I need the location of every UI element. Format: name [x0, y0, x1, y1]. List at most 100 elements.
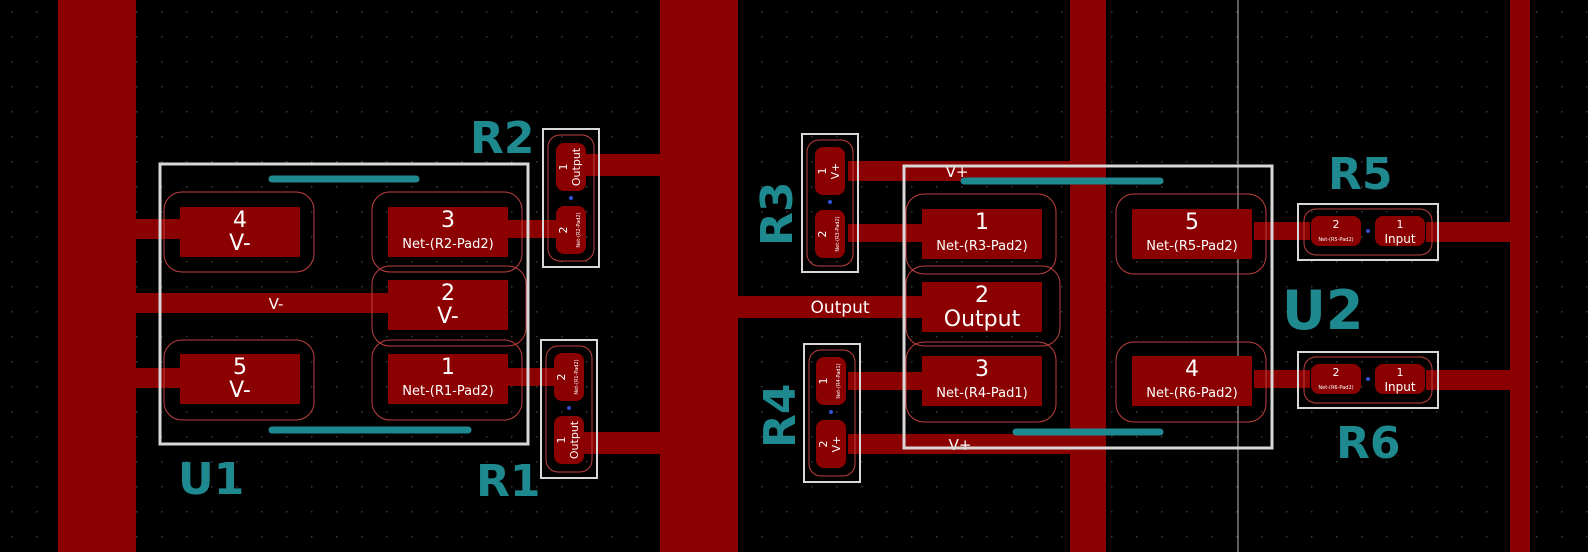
r1-pad-2-number: 2 [555, 374, 568, 381]
r5-reference: R5 [1328, 149, 1393, 200]
rail-output[interactable] [660, 0, 738, 552]
r1-pad-1-number: 1 [555, 437, 568, 444]
r6-pad-1-net: Input [1384, 380, 1415, 394]
u1-pad-4-number: 4 [233, 208, 247, 233]
u1-pad-1-number: 1 [441, 355, 455, 380]
u1-pad-2[interactable] [388, 280, 508, 330]
footprint-r3[interactable]: 1 V+ 2 Net-(R3-Pad2) R3 [752, 133, 859, 273]
r3-pad-1-number: 1 [816, 168, 829, 175]
rail-v-minus[interactable] [58, 0, 136, 552]
r3-pad-2-net: Net-(R3-Pad2) [835, 216, 841, 251]
trace-label-v-plus-bottom: V+ [949, 436, 972, 454]
r6-silkscreen-outline [1297, 351, 1439, 409]
u2-pad-2-net: Output [944, 307, 1021, 332]
footprint-r5[interactable]: 2 Net-(R5-Pad2) 1 Input R5 [1297, 149, 1439, 261]
u1-pad-3[interactable] [388, 207, 508, 257]
r5-pad-1-number: 1 [1397, 218, 1404, 231]
u2-pad-2[interactable] [922, 282, 1042, 332]
trace-r1-output[interactable] [584, 432, 660, 454]
r2-pad-1[interactable] [556, 143, 586, 191]
r4-pad-1[interactable] [816, 357, 846, 405]
r2-pad-2-net: Net-(R2-Pad2) [576, 212, 582, 247]
r6-pad-1-number: 1 [1397, 366, 1404, 379]
u1-pad-5-net: V- [229, 378, 251, 403]
r5-pad-2-number: 2 [1333, 218, 1340, 231]
u1-pad-4[interactable] [180, 207, 300, 257]
u2-pad-5[interactable] [1132, 209, 1252, 259]
r6-pad-2-number: 2 [1333, 366, 1340, 379]
trace-r5-pad2[interactable] [1254, 222, 1310, 240]
r4-pad-2[interactable] [816, 420, 846, 468]
u1-pad-5-number: 5 [233, 355, 247, 380]
r1-pad-1-net: Output [568, 420, 581, 459]
r6-pad-2[interactable] [1311, 364, 1361, 394]
r4-pad-2-net: V+ [830, 436, 843, 453]
footprint-r4[interactable]: 1 Net-(R4-Pad1) 2 V+ R4 [755, 343, 861, 483]
rail-v-plus[interactable] [1070, 0, 1106, 552]
u2-pad-1[interactable] [922, 209, 1042, 259]
r2-reference: R2 [470, 113, 535, 164]
r1-pad-1[interactable] [554, 416, 584, 464]
u2-pad-3-number: 3 [975, 357, 989, 382]
rail-input[interactable] [1510, 0, 1530, 552]
u2-pad-4-number: 4 [1185, 357, 1199, 382]
r1-pad-2-net: Net-(R1-Pad2) [574, 359, 580, 394]
trace-output[interactable] [738, 296, 922, 318]
u2-pad-4[interactable] [1132, 356, 1252, 406]
r3-pad-1[interactable] [815, 147, 845, 195]
trace-v-minus[interactable] [136, 293, 388, 313]
u2-pad-5-net: Net-(R5-Pad2) [1146, 239, 1237, 254]
u1-pad-2-number: 2 [441, 281, 455, 306]
u1-pad-1[interactable] [388, 354, 508, 404]
r3-silkscreen-outline [801, 133, 859, 273]
trace-r2-pad2[interactable] [508, 220, 564, 238]
u2-pad-3[interactable] [922, 356, 1042, 406]
u1-pad-3-number: 3 [441, 208, 455, 233]
trace-r5-input[interactable] [1426, 222, 1510, 242]
r1-reference: R1 [476, 456, 541, 507]
r2-pad-2[interactable] [556, 206, 586, 254]
u2-pad-1-number: 1 [975, 210, 989, 235]
r5-pad-2[interactable] [1311, 216, 1361, 246]
footprint-r2[interactable]: 1 Output 2 Net-(R2-Pad2) R2 [470, 113, 600, 268]
trace-r3-pad2[interactable] [848, 224, 922, 242]
trace-u1-pad4[interactable] [136, 219, 180, 239]
r4-reference: R4 [755, 384, 806, 449]
trace-r2-output[interactable] [584, 154, 660, 176]
power-rails [58, 0, 1530, 552]
footprint-r6[interactable]: 2 Net-(R6-Pad2) 1 Input R6 [1297, 351, 1439, 469]
u1-silkscreen-outline [158, 162, 530, 446]
r6-pad-1[interactable] [1375, 364, 1425, 394]
r1-silkscreen-outline [540, 339, 598, 479]
footprint-u1[interactable]: 4 V- 3 Net-(R2-Pad2) 2 V- 5 V- 1 Net-(R1… [158, 162, 530, 505]
r4-pad-2-number: 2 [817, 441, 830, 448]
trace-label-output: Output [810, 298, 869, 318]
u2-pad-2-number: 2 [975, 283, 989, 308]
r2-pad-1-net: Output [570, 147, 583, 186]
r1-pad-2[interactable] [554, 353, 584, 401]
r4-pad-1-number: 1 [817, 378, 830, 385]
r6-reference: R6 [1336, 418, 1401, 469]
u1-pad-5[interactable] [180, 354, 300, 404]
footprint-r1[interactable]: 2 Net-(R1-Pad2) 1 Output R1 [476, 339, 598, 507]
u2-pad-1-net: Net-(R3-Pad2) [936, 239, 1027, 254]
r5-pad-1[interactable] [1375, 216, 1425, 246]
u2-reference: U2 [1282, 279, 1363, 342]
u1-pad-4-net: V- [229, 231, 251, 256]
u2-silkscreen-outline [902, 164, 1274, 450]
trace-r6-pad2[interactable] [1254, 370, 1310, 388]
u2-pad-3-net: Net-(R4-Pad1) [936, 386, 1027, 401]
r6-pad-2-net: Net-(R6-Pad2) [1318, 385, 1353, 391]
r2-pad-1-number: 1 [557, 164, 570, 171]
r3-pad-2[interactable] [815, 210, 845, 258]
trace-u1-pad5[interactable] [136, 368, 180, 388]
footprint-u2[interactable]: 1 Net-(R3-Pad2) 2 Output 3 Net-(R4-Pad1)… [902, 164, 1363, 450]
r5-pad-2-net: Net-(R5-Pad2) [1318, 237, 1353, 243]
r4-pad-1-net: Net-(R4-Pad1) [836, 363, 842, 398]
trace-r6-input[interactable] [1426, 370, 1510, 390]
r3-pad-2-number: 2 [816, 231, 829, 238]
r2-silkscreen-outline [542, 128, 600, 268]
trace-label-v-minus: V- [269, 295, 284, 313]
